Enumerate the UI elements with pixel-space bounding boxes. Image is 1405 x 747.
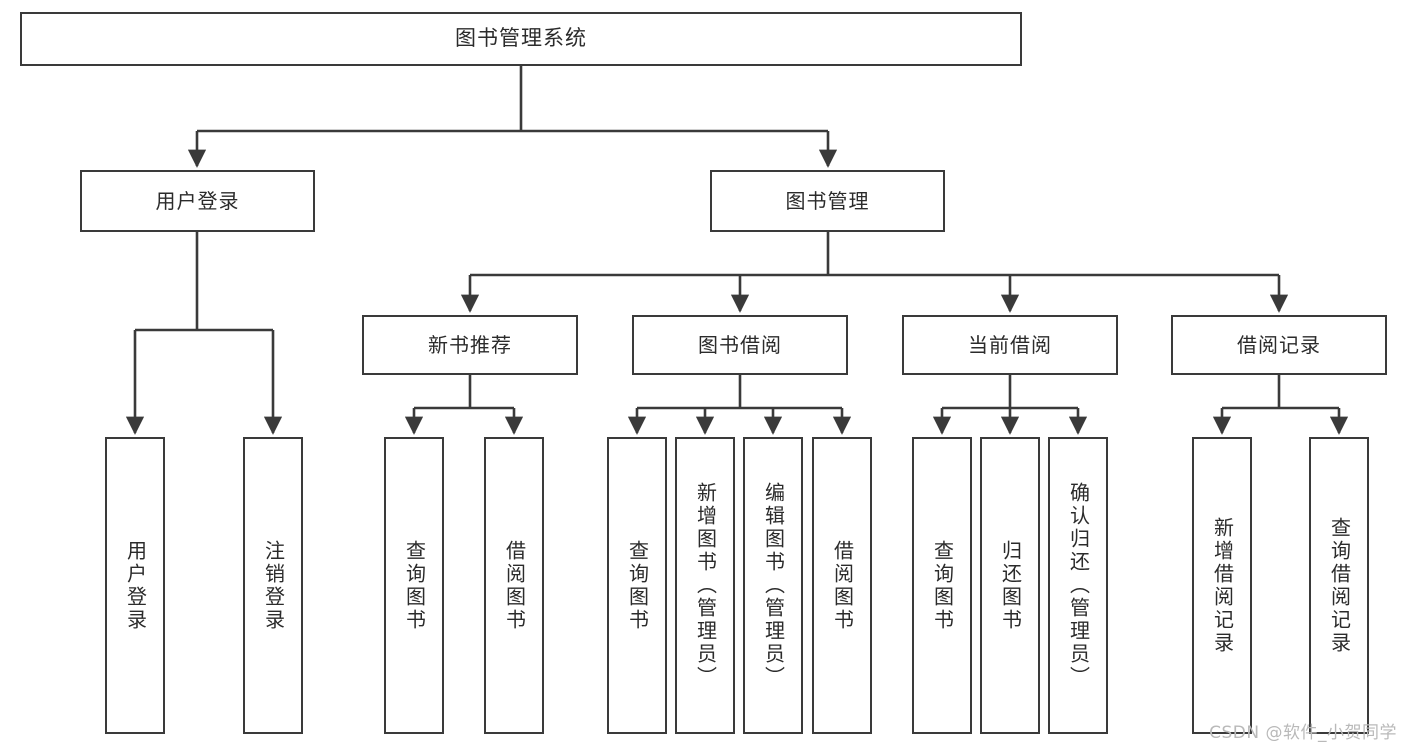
node-current-borrow[interactable]: 当前借阅 [902, 315, 1118, 375]
node-book-manage[interactable]: 图书管理 [710, 170, 945, 232]
node-leaf-return-book-label: 归还图书 [998, 539, 1023, 632]
node-root[interactable]: 图书管理系统 [20, 12, 1022, 66]
node-root-label: 图书管理系统 [455, 26, 587, 51]
node-leaf-add-book[interactable]: 新增图书（管理员） [675, 437, 735, 734]
node-leaf-query-book-3-label: 查询图书 [930, 539, 955, 632]
node-leaf-query-book-1[interactable]: 查询图书 [384, 437, 444, 734]
node-leaf-logout[interactable]: 注销登录 [243, 437, 303, 734]
node-user-login-label: 用户登录 [155, 189, 240, 213]
node-leaf-borrow-book-2[interactable]: 借阅图书 [812, 437, 872, 734]
node-leaf-borrow-book-2-label: 借阅图书 [830, 539, 855, 632]
node-leaf-confirm-return-label: 确认归还（管理员） [1066, 482, 1091, 689]
node-leaf-query-book-2-label: 查询图书 [625, 539, 650, 632]
node-leaf-borrow-book-1[interactable]: 借阅图书 [484, 437, 544, 734]
node-leaf-add-book-label: 新增图书（管理员） [693, 482, 718, 689]
node-leaf-user-login-label: 用户登录 [123, 539, 148, 632]
node-user-login[interactable]: 用户登录 [80, 170, 315, 232]
node-leaf-query-book-2[interactable]: 查询图书 [607, 437, 667, 734]
node-book-borrow[interactable]: 图书借阅 [632, 315, 848, 375]
node-leaf-return-book[interactable]: 归还图书 [980, 437, 1040, 734]
node-leaf-query-book-3[interactable]: 查询图书 [912, 437, 972, 734]
node-leaf-add-record-label: 新增借阅记录 [1210, 516, 1235, 655]
node-leaf-query-record-label: 查询借阅记录 [1327, 516, 1352, 655]
node-new-book-recommend[interactable]: 新书推荐 [362, 315, 578, 375]
node-borrow-record[interactable]: 借阅记录 [1171, 315, 1387, 375]
node-book-borrow-label: 图书借阅 [698, 333, 782, 357]
node-leaf-add-record[interactable]: 新增借阅记录 [1192, 437, 1252, 734]
node-leaf-edit-book-label: 编辑图书（管理员） [761, 482, 786, 689]
node-book-manage-label: 图书管理 [785, 189, 870, 213]
node-leaf-edit-book[interactable]: 编辑图书（管理员） [743, 437, 803, 734]
node-leaf-user-login[interactable]: 用户登录 [105, 437, 165, 734]
node-borrow-record-label: 借阅记录 [1237, 333, 1321, 357]
node-leaf-query-record[interactable]: 查询借阅记录 [1309, 437, 1369, 734]
node-leaf-query-book-1-label: 查询图书 [402, 539, 427, 632]
node-leaf-borrow-book-1-label: 借阅图书 [502, 539, 527, 632]
node-leaf-logout-label: 注销登录 [261, 539, 286, 632]
node-current-borrow-label: 当前借阅 [968, 333, 1052, 357]
node-new-book-recommend-label: 新书推荐 [428, 333, 512, 357]
node-leaf-confirm-return[interactable]: 确认归还（管理员） [1048, 437, 1108, 734]
watermark: CSDN @软件_小贺同学 [1209, 723, 1397, 743]
